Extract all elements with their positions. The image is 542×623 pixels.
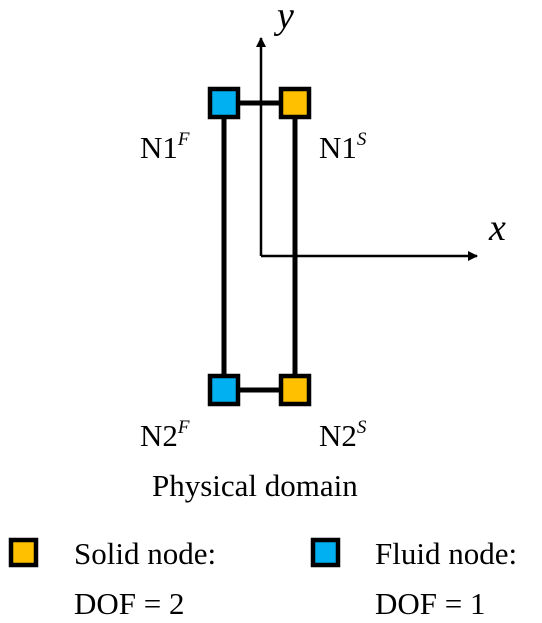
diagram-caption: Physical domain xyxy=(152,468,358,503)
label-n1f: N1F xyxy=(140,129,190,165)
y-axis-label: y xyxy=(273,0,294,37)
node-n1s xyxy=(278,86,312,120)
legend-fluid-swatch xyxy=(310,537,341,568)
node-n2s xyxy=(278,373,312,407)
legend-fluid-label: Fluid node: xyxy=(375,536,517,571)
node-n2f xyxy=(207,373,241,407)
label-n1s: N1S xyxy=(319,129,367,165)
legend-solid-dof: DOF = 2 xyxy=(74,586,185,621)
x-axis-label: x xyxy=(488,207,506,249)
node-n1f xyxy=(207,86,241,120)
label-n2f: N2F xyxy=(140,417,190,453)
label-n2s: N2S xyxy=(319,417,367,453)
legend-solid-swatch xyxy=(8,537,39,568)
legend-fluid-dof: DOF = 1 xyxy=(375,586,486,621)
legend-solid-label: Solid node: xyxy=(74,536,216,571)
